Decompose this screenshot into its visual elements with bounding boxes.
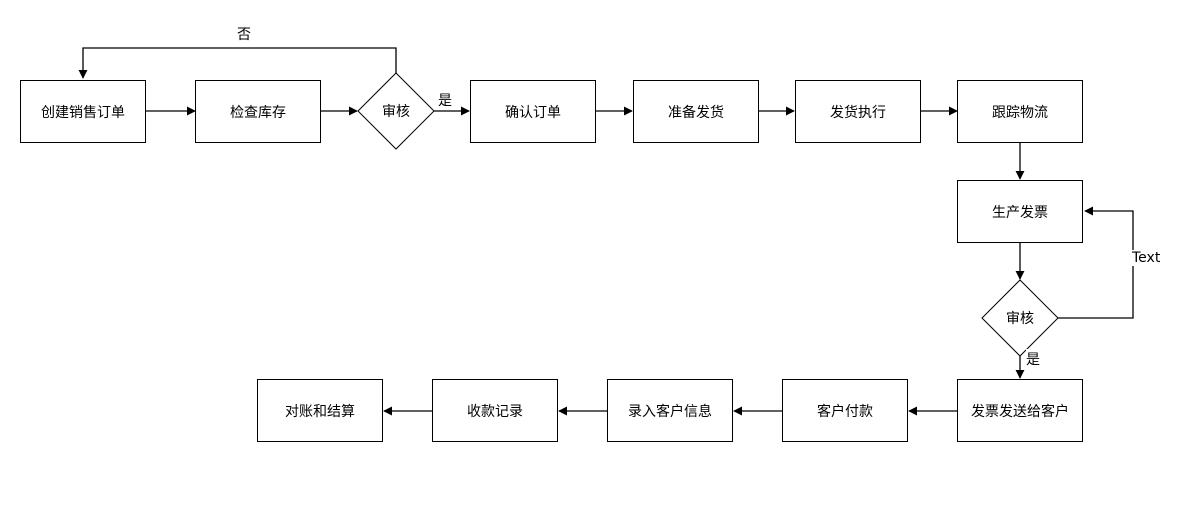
edge-label-text: Text (1132, 250, 1161, 266)
node-create-sales-order[interactable]: 创建销售订单 (20, 80, 146, 143)
node-reconcile-settle[interactable]: 对账和结算 (257, 379, 383, 442)
review-label-1: 审核 (382, 104, 410, 120)
node-confirm-order[interactable]: 确认订单 (470, 80, 596, 143)
node-send-invoice[interactable]: 发票发送给客户 (957, 379, 1083, 442)
node-payment-record[interactable]: 收款记录 (432, 379, 558, 442)
node-prepare-shipment[interactable]: 准备发货 (633, 80, 759, 143)
node-generate-invoice[interactable]: 生产发票 (957, 180, 1083, 243)
edge-label-yes-1: 是 (438, 90, 452, 110)
node-track-logistics[interactable]: 跟踪物流 (957, 80, 1083, 143)
edge-label-no: 否 (237, 24, 251, 44)
review-diamond-1[interactable] (357, 72, 435, 150)
node-check-stock[interactable]: 检查库存 (195, 80, 321, 143)
node-enter-customer-info[interactable]: 录入客户信息 (607, 379, 733, 442)
node-ship-execute[interactable]: 发货执行 (795, 80, 921, 143)
arrow-review-no-loop (78, 47, 397, 79)
review-label-2: 审核 (1006, 311, 1034, 327)
edge-label-yes-2: 是 (1026, 349, 1040, 369)
node-customer-payment[interactable]: 客户付款 (782, 379, 908, 442)
